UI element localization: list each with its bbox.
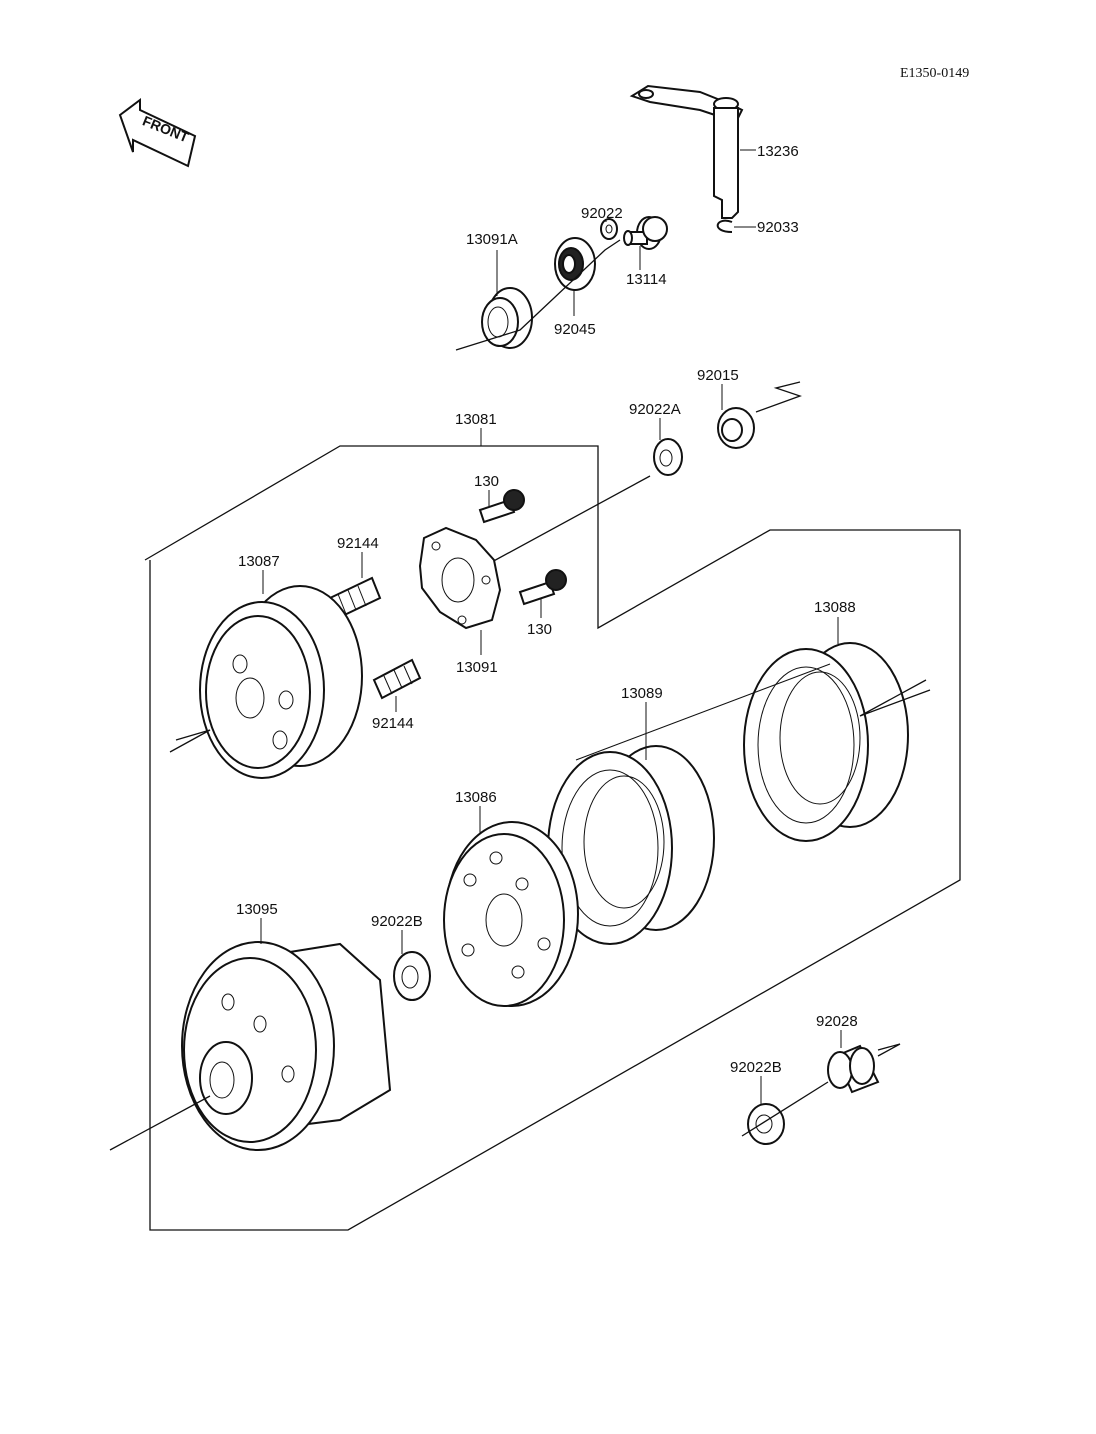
label-13086: 13086 [455,789,497,806]
label-13089: 13089 [621,685,663,702]
label-92022B-right: 92022B [730,1059,782,1076]
label-92144-upper: 92144 [337,535,379,552]
label-130-upper: 130 [474,473,499,490]
bearing-92045[interactable] [554,237,596,291]
label-13236: 13236 [757,143,799,160]
label-92022B-center: 92022B [371,913,423,930]
bolt-130-upper[interactable] [478,489,525,524]
label-92028: 92028 [816,1013,858,1030]
clutch-housing-13095[interactable] [181,941,392,1151]
sleeve-92028[interactable] [827,1044,880,1094]
label-92015: 92015 [697,367,739,384]
friction-plates-13089[interactable] [547,745,715,945]
label-92144-lower: 92144 [372,715,414,732]
label-13091A: 13091A [466,231,518,248]
label-13091: 13091 [456,659,498,676]
clip-92033[interactable] [716,219,733,233]
label-92022: 92022 [581,205,623,222]
washer-92022A[interactable] [653,438,683,476]
label-130-lower: 130 [527,621,552,638]
clutch-hub-13087[interactable] [199,585,363,779]
bolt-130-lower[interactable] [518,569,567,606]
pressure-plate-13086[interactable] [443,821,579,1007]
washer-92022B-right[interactable] [747,1103,785,1145]
label-13088: 13088 [814,599,856,616]
label-13087: 13087 [238,553,280,570]
plate-13091[interactable] [418,526,502,630]
label-92045: 92045 [554,321,596,338]
label-92033: 92033 [757,219,799,236]
label-13114: 13114 [626,271,667,288]
spring-92144-lower[interactable] [372,658,422,700]
release-shaft-13236[interactable] [629,84,744,219]
pin-13114[interactable] [623,216,668,250]
washer-92022B-center[interactable] [393,951,431,1001]
label-13095: 13095 [236,901,278,918]
front-arrow-icon: FRONT [118,98,197,168]
label-92022A: 92022A [629,401,681,418]
nut-92015[interactable] [717,407,755,449]
washer-92022[interactable] [600,218,618,240]
label-13081: 13081 [455,411,497,428]
diagram-code: E1350-0149 [900,66,969,81]
friction-plates-13088[interactable] [743,642,909,842]
